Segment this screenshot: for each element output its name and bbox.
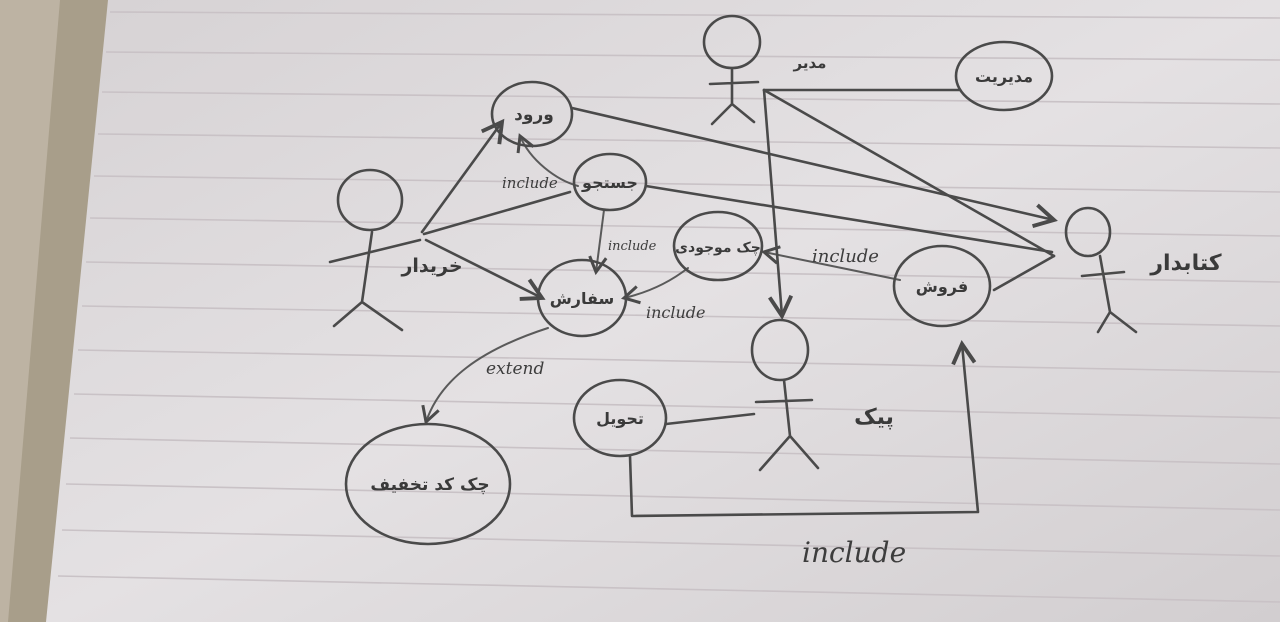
actor-manager: مدیر bbox=[702, 14, 827, 126]
notebook-spine bbox=[8, 0, 118, 622]
use-case-deliver: تحویل bbox=[572, 378, 668, 458]
edge-login-librarian bbox=[570, 106, 1058, 229]
label-include-search-order: include bbox=[608, 239, 657, 254]
edge-manager-librarian bbox=[762, 88, 1056, 258]
edge-customer-login bbox=[420, 118, 505, 234]
actor-courier-label: پیک bbox=[854, 405, 894, 430]
label-include-search-login: include bbox=[502, 174, 558, 192]
edge-search-login bbox=[516, 133, 579, 187]
use-case-deliver-label: تحویل bbox=[596, 409, 644, 428]
edge-sell-librarian bbox=[992, 254, 1056, 292]
edge-customer-search bbox=[422, 190, 572, 236]
edge-manager-courier bbox=[762, 88, 794, 321]
edge-search-librarian bbox=[644, 184, 1054, 254]
edge-deliver-courier bbox=[664, 412, 756, 426]
use-case-login-label: ورود bbox=[514, 105, 554, 125]
label-include-sell-stock: include bbox=[812, 246, 879, 267]
edge-sell-stock bbox=[760, 245, 901, 281]
actor-librarian: کتابدار bbox=[1064, 206, 1222, 334]
use-case-check-stock: چک موجودی bbox=[672, 210, 764, 282]
use-case-discount-code-label: چک کد تخفیف bbox=[370, 475, 489, 495]
use-case-management-label: مدیریت bbox=[975, 67, 1033, 86]
use-case-management: مدیریت bbox=[954, 40, 1054, 112]
edge-deliver-sell bbox=[628, 340, 980, 518]
use-case-order: سفارش bbox=[536, 258, 628, 338]
edge-customer-order bbox=[424, 238, 546, 301]
use-case-search: جستجو bbox=[572, 152, 648, 212]
use-case-login: ورود bbox=[490, 80, 574, 148]
use-case-sell-label: فروش bbox=[916, 277, 968, 296]
label-extend-order-discount: extend bbox=[486, 359, 544, 379]
use-case-check-stock-label: چک موجودی bbox=[675, 240, 761, 256]
use-case-sell: فروش bbox=[892, 244, 992, 328]
actor-courier: پیک bbox=[750, 318, 894, 472]
actor-customer: خریدار bbox=[328, 168, 463, 332]
actor-manager-label: مدیر bbox=[793, 54, 827, 72]
label-include-deliver-sell: include bbox=[802, 536, 906, 569]
actor-customer-label: خریدار bbox=[400, 255, 462, 277]
label-include-order-stock: include bbox=[646, 303, 706, 322]
use-case-search-label: جستجو bbox=[581, 173, 638, 192]
paper-sheet bbox=[46, 0, 1280, 622]
edge-order-discount bbox=[421, 327, 549, 425]
use-case-discount-code: چک کد تخفیف bbox=[344, 422, 512, 546]
ruled-lines bbox=[57, 11, 1280, 603]
edge-stock-order bbox=[620, 267, 689, 305]
actor-librarian-label: کتابدار bbox=[1149, 251, 1221, 276]
use-case-order-label: سفارش bbox=[550, 289, 615, 308]
